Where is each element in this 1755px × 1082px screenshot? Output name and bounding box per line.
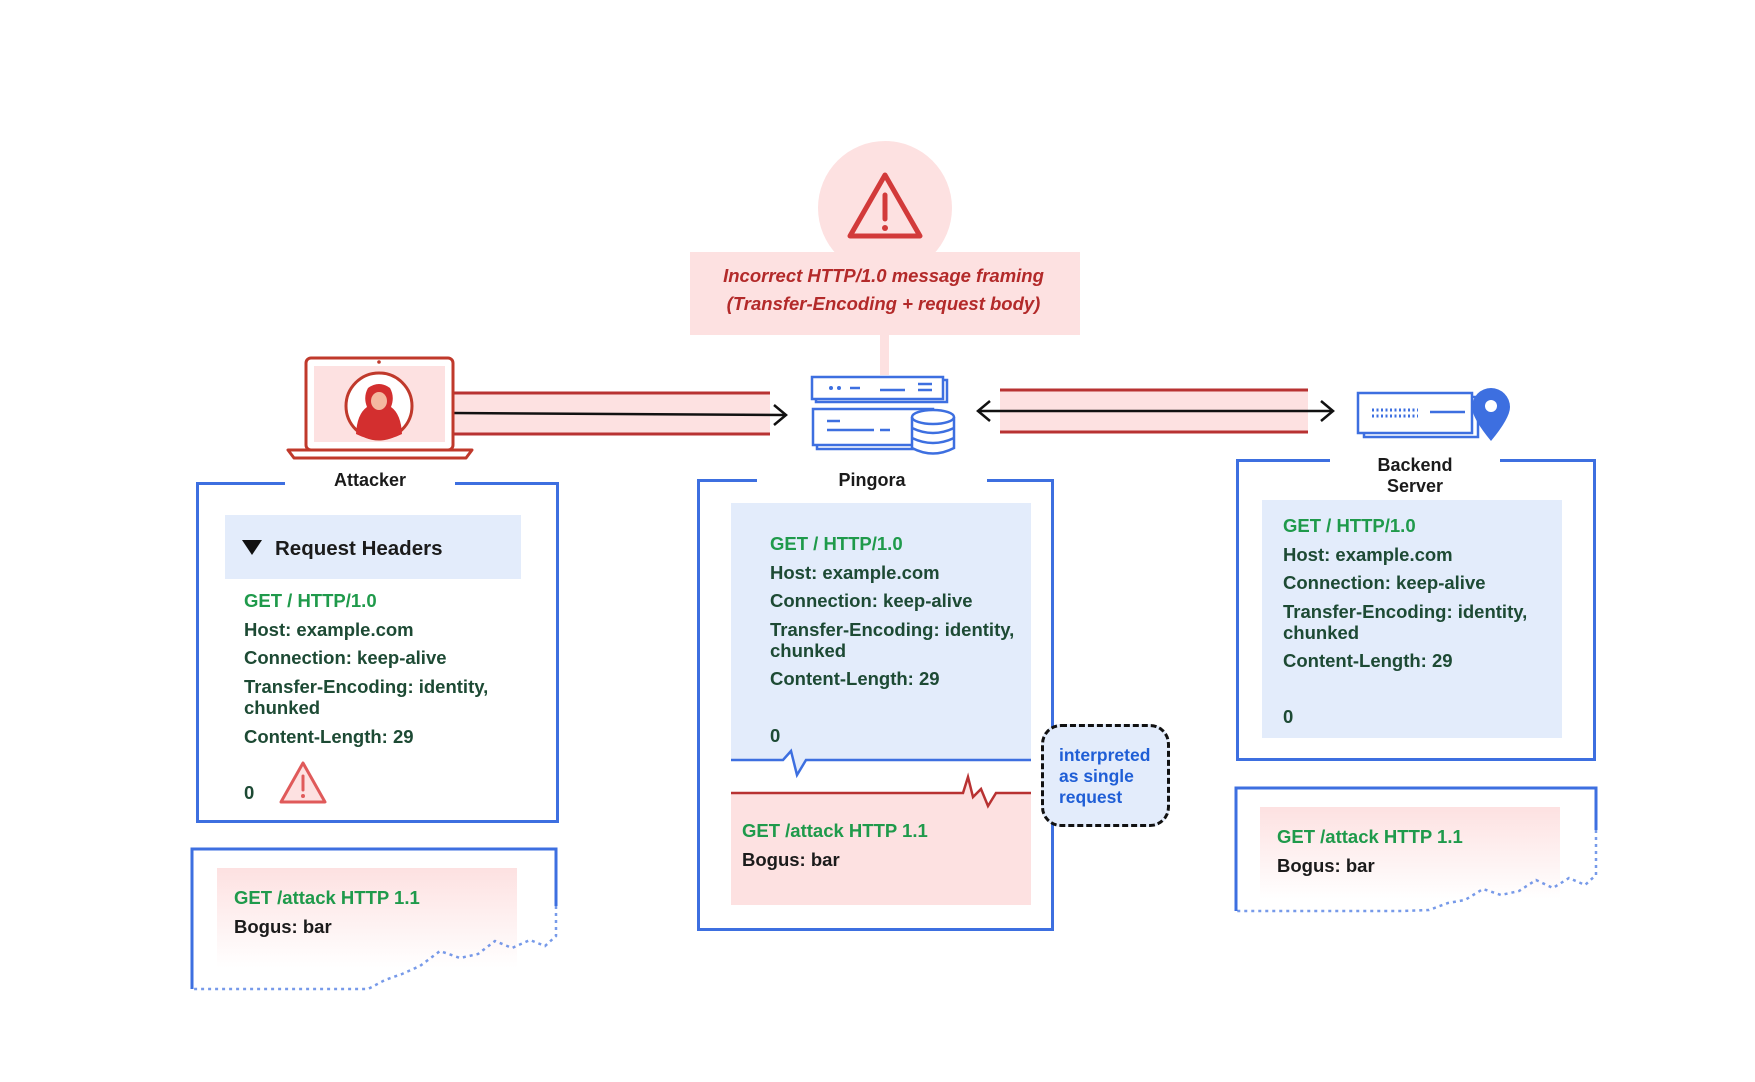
arrow-right-icon [451, 404, 788, 426]
pingora-cl-header: Content-Length: 29 [770, 668, 940, 689]
warning-title: Incorrect HTTP/1.0 message framing [723, 265, 1044, 286]
backend-connection-header: Connection: keep-alive [1283, 572, 1486, 593]
attacker-smuggled-request-line: GET /attack HTTP 1.1 [234, 887, 420, 908]
note-line-2: as single [1059, 766, 1134, 786]
pingora-smuggled-request-line: GET /attack HTTP 1.1 [742, 820, 928, 841]
attacker-te-header: Transfer-Encoding: identity, [244, 676, 489, 697]
attacker-host-header: Host: example.com [244, 619, 414, 640]
triangle-down-icon [242, 540, 262, 555]
attacker-request-line: GET / HTTP/1.0 [244, 590, 377, 611]
attacker-smuggled-box [190, 847, 558, 991]
backend-te-header-cont: chunked [1283, 622, 1360, 643]
pingora-host-header: Host: example.com [770, 562, 940, 583]
interpretation-note [1041, 724, 1170, 827]
backend-smuggled-box [1234, 786, 1598, 913]
attacker-label: Attacker [285, 470, 455, 491]
backend-server-icon [1356, 391, 1480, 439]
attacker-te-header-cont: chunked [244, 697, 321, 718]
warning-label-bg [690, 252, 1080, 335]
attacker-smuggled-header: Bogus: bar [234, 916, 332, 937]
backend-headers-panel [1262, 500, 1562, 738]
backend-smuggled-header: Bogus: bar [1277, 855, 1375, 876]
pingora-request-line: GET / HTTP/1.0 [770, 533, 903, 554]
backend-label-line1: Backend [1330, 455, 1500, 476]
pingora-te-header: Transfer-Encoding: identity, [770, 619, 1015, 640]
pingora-smuggled-header: Bogus: bar [742, 849, 840, 870]
request-headers-title: Request Headers [275, 537, 443, 560]
pingora-panels [731, 503, 1031, 905]
pingora-connection-header: Connection: keep-alive [770, 590, 973, 611]
backend-host-header: Host: example.com [1283, 544, 1453, 565]
location-pin-icon [1472, 388, 1510, 441]
hacker-avatar-icon [344, 371, 414, 441]
note-line-1: interpreted [1059, 745, 1151, 765]
attacker-chunk-zero: 0 [244, 782, 255, 803]
pingora-chunk-zero: 0 [770, 725, 781, 746]
warning-stem [880, 330, 889, 375]
warning-subtitle: (Transfer-Encoding + request body) [726, 293, 1041, 314]
warning-triangle-icon [847, 172, 923, 239]
backend-cl-header: Content-Length: 29 [1283, 650, 1453, 671]
note-line-3: request [1059, 787, 1123, 807]
double-arrow-icon [976, 400, 1335, 422]
backend-label-line2: Server [1386, 476, 1444, 496]
backend-te-header: Transfer-Encoding: identity, [1283, 601, 1528, 622]
attacker-connection-header: Connection: keep-alive [244, 647, 447, 668]
pingora-te-header-cont: chunked [770, 640, 847, 661]
backend-smuggled-request-line: GET /attack HTTP 1.1 [1277, 826, 1463, 847]
small-warning-icon [279, 761, 327, 804]
pingora-label: Pingora [757, 470, 987, 491]
backend-request-line: GET / HTTP/1.0 [1283, 515, 1416, 536]
attacker-cl-header: Content-Length: 29 [244, 726, 414, 747]
request-headers-bar[interactable]: Request Headers [225, 515, 521, 579]
backend-chunk-zero: 0 [1283, 706, 1294, 727]
database-icon [910, 408, 956, 455]
